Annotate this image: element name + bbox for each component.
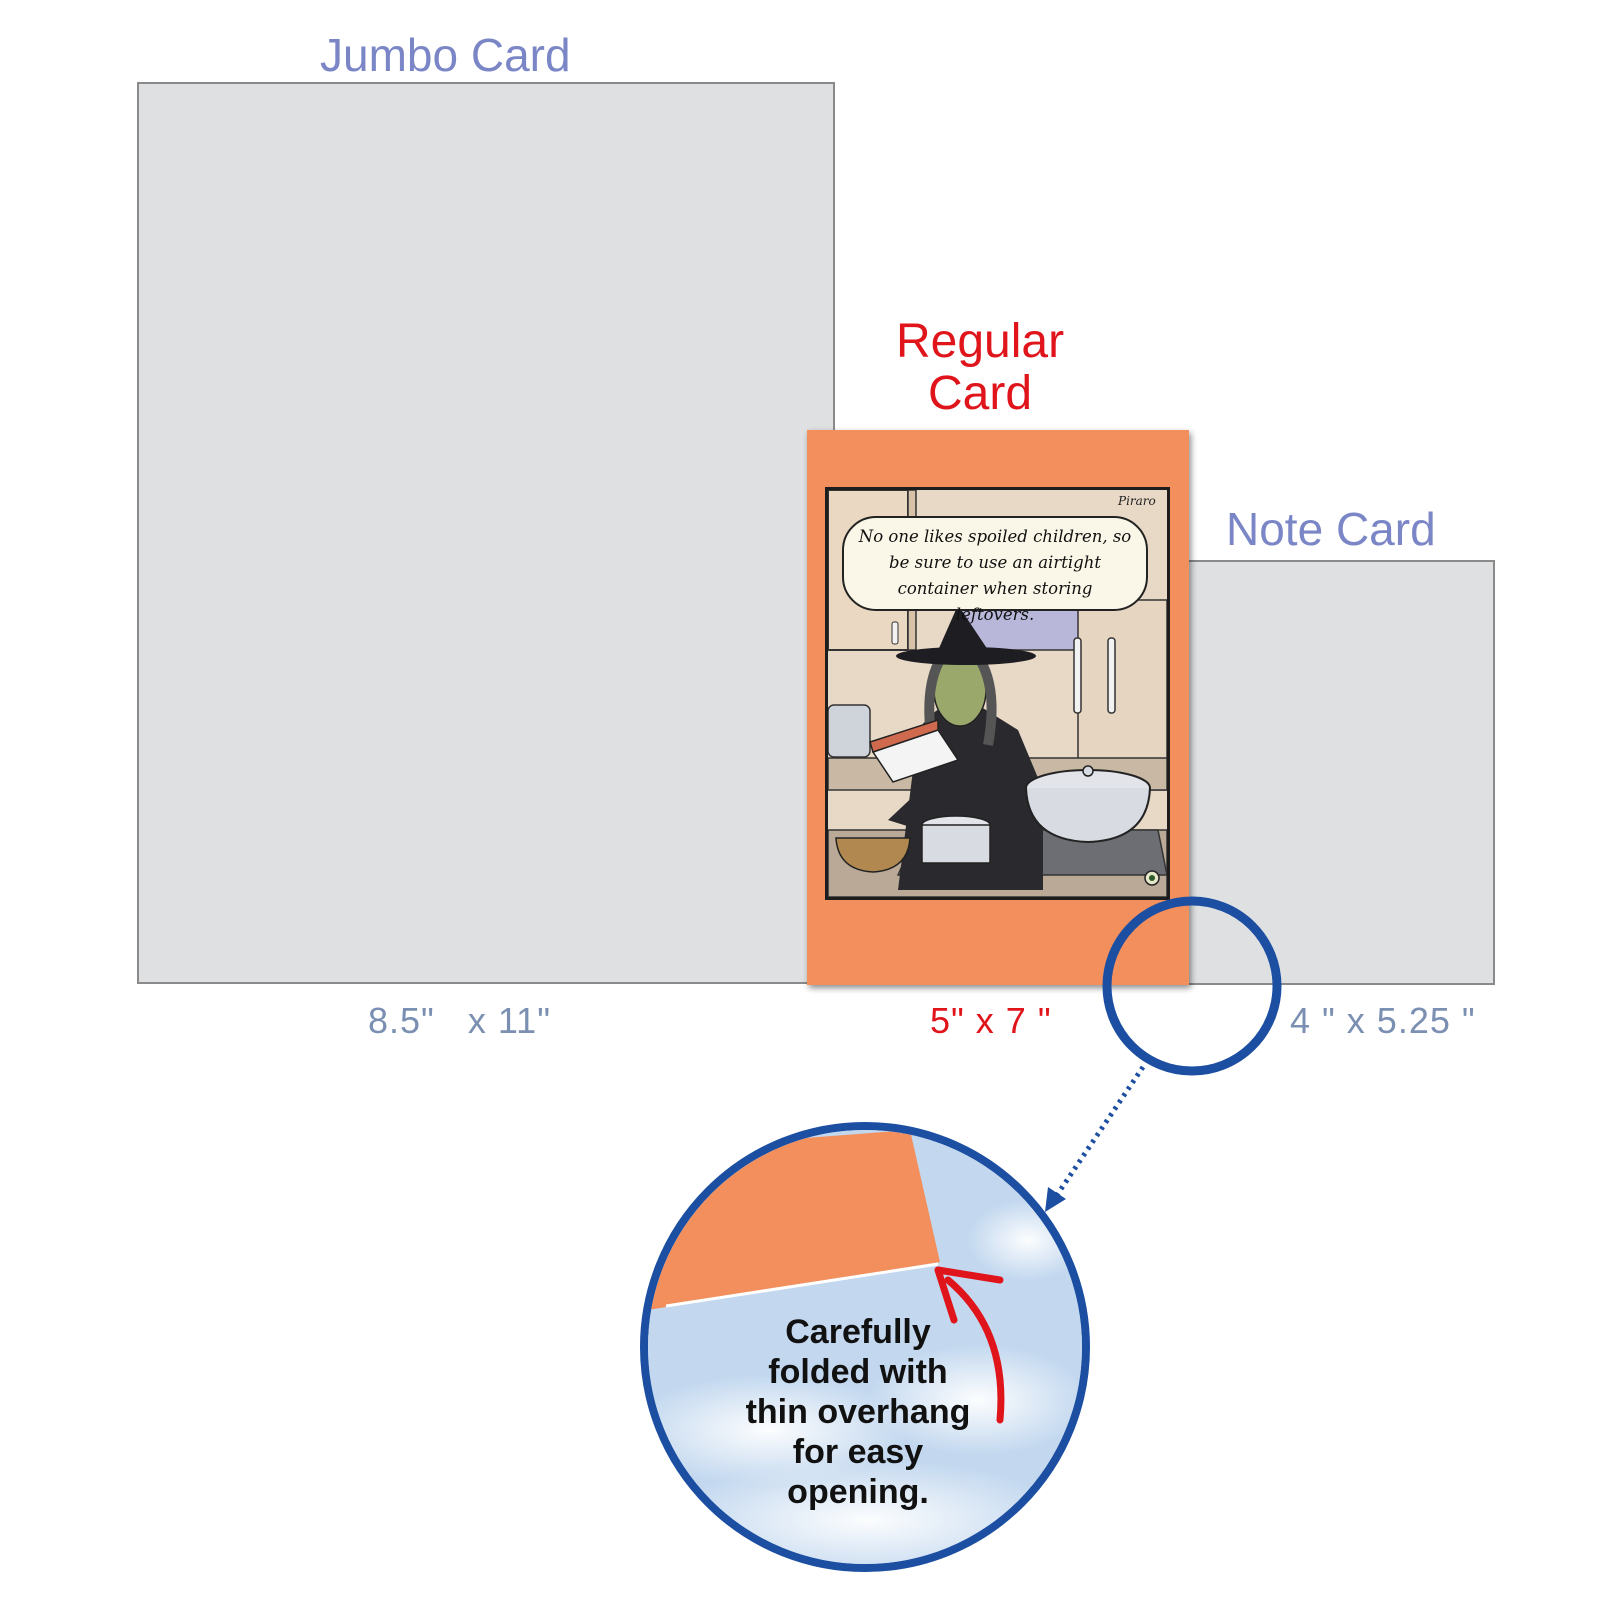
regular-card: No one likes spoiled children, so be sur… bbox=[807, 430, 1189, 985]
jumbo-card bbox=[137, 82, 835, 984]
callout-illustration bbox=[648, 1130, 1082, 1564]
note-card bbox=[1170, 560, 1495, 985]
comic-signature: Piraro bbox=[1118, 494, 1156, 508]
callout-card-overhang bbox=[648, 1130, 940, 1310]
callout-zoom-circle: Carefully folded with thin overhang for … bbox=[640, 1122, 1090, 1572]
note-card-title: Note Card bbox=[1226, 503, 1436, 555]
callout-text: Carefully folded with thin overhang for … bbox=[688, 1312, 1028, 1512]
comic-speech-bubble: No one likes spoiled children, so be sur… bbox=[842, 516, 1148, 624]
jumbo-card-title: Jumbo Card bbox=[320, 29, 571, 81]
callout-line-3: thin overhang bbox=[745, 1393, 971, 1431]
regular-card-size: 5" x 7 " bbox=[930, 1000, 1052, 1041]
callout-line-2: folded with bbox=[768, 1353, 948, 1391]
jumbo-card-size: 8.5" x 11" bbox=[368, 1000, 551, 1041]
note-card-size: 4 " x 5.25 " bbox=[1290, 1000, 1476, 1041]
regular-card-title-line1: Regular bbox=[895, 315, 1065, 368]
callout-line-5: opening. bbox=[787, 1473, 929, 1511]
comic-panel: No one likes spoiled children, so be sur… bbox=[825, 487, 1170, 900]
callout-line-4: for easy bbox=[792, 1433, 924, 1471]
regular-card-title: Regular Card bbox=[880, 316, 1080, 420]
callout-line-1: Carefully bbox=[785, 1313, 931, 1351]
regular-card-title-line2: Card bbox=[927, 367, 1033, 420]
callout-red-arrow bbox=[944, 1276, 1005, 1424]
